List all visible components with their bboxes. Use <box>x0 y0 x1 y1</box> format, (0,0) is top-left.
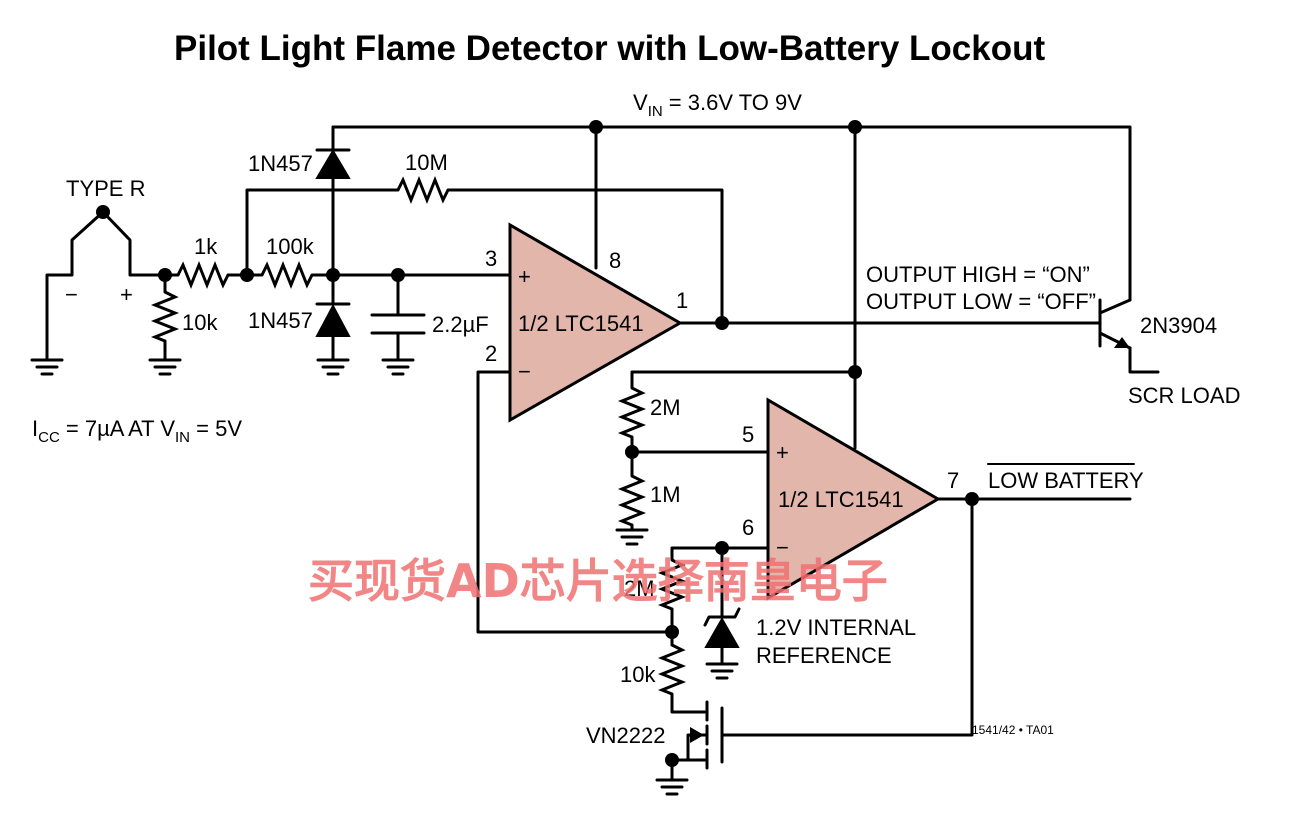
opamp1-label: 1/2 LTC1541 <box>518 311 644 336</box>
thermocouple-label: TYPE R <box>66 176 145 201</box>
r-2m-a-label: 2M <box>650 395 681 420</box>
fet-label: VN2222 <box>586 723 666 748</box>
resistor-10k-b <box>657 643 687 696</box>
opamp2-pin-minus: 6 <box>742 515 754 540</box>
supply-label: VIN = 3.6V TO 9V <box>633 90 802 120</box>
r-1k-label: 1k <box>194 234 218 259</box>
opamp1-pin-out: 1 <box>676 288 688 313</box>
cap-label: 2.2µF <box>432 312 489 337</box>
opamp-2 <box>766 397 941 601</box>
low-battery-label: LOW BATTERY <box>988 468 1144 493</box>
r-1m-label: 1M <box>650 482 681 507</box>
d-top-label: 1N457 <box>248 151 313 176</box>
page-title: Pilot Light Flame Detector with Low-Batt… <box>174 29 1045 68</box>
opamp-1 <box>508 222 684 423</box>
ground-icon <box>705 662 739 680</box>
junction-dot <box>848 120 862 134</box>
ground-icon <box>615 528 649 546</box>
opamp1-pin-supply: 8 <box>609 248 621 273</box>
resistor-10m <box>396 175 450 205</box>
figure-id: 1541/42 • TA01 <box>972 723 1054 737</box>
ground-icon <box>316 358 350 376</box>
r-10k-input-label: 10k <box>182 310 218 335</box>
resistor-10k-input <box>150 290 180 343</box>
r-2m-b-label: 2M <box>624 576 655 601</box>
scr-load-label: SCR LOAD <box>1128 383 1240 408</box>
ground-icon <box>381 358 415 376</box>
diode-bottom <box>315 302 351 337</box>
ref-label-2: REFERENCE <box>756 643 892 668</box>
thermocouple-minus: − <box>65 282 78 307</box>
watermark: 买现货AD芯片选择南皇电子 <box>308 554 888 608</box>
ref-label-1: 1.2V INTERNAL <box>756 615 916 640</box>
opamp1-plus: + <box>518 264 531 289</box>
transistor-2n3904 <box>1098 298 1160 374</box>
transistor-label: 2N3904 <box>1140 313 1217 338</box>
opamp1-pin-minus: 2 <box>485 341 497 366</box>
opamp1-minus: − <box>518 359 531 384</box>
junction-dot <box>589 120 603 134</box>
opamp2-pin-out: 7 <box>947 468 959 493</box>
r-10m-label: 10M <box>405 150 448 175</box>
ground-icon <box>655 778 689 796</box>
resistor-2m-b <box>657 558 687 611</box>
output-note-high: OUTPUT HIGH = “ON” <box>866 262 1090 287</box>
thermocouple <box>45 205 167 360</box>
ground-icon <box>148 358 182 376</box>
resistor-1k <box>176 260 230 290</box>
opamp2-minus: − <box>776 535 789 560</box>
opamp2-label: 1/2 LTC1541 <box>778 487 904 512</box>
opamp1-pin-plus: 3 <box>485 246 497 271</box>
diode-top <box>315 148 351 179</box>
r-100k-label: 100k <box>266 234 315 259</box>
r-10k-b-label: 10k <box>620 662 656 687</box>
output-note-low: OUTPUT LOW = “OFF” <box>866 289 1096 314</box>
d-bottom-label: 1N457 <box>248 308 313 333</box>
icc-note: ICC = 7µA AT VIN = 5V <box>32 416 242 446</box>
resistor-2m-a <box>617 386 647 439</box>
capacitor <box>370 313 426 335</box>
opamp2-plus: + <box>776 440 789 465</box>
resistor-1m <box>617 474 647 527</box>
junction-dot <box>715 316 729 330</box>
opamp2-pin-plus: 5 <box>742 422 754 447</box>
thermocouple-plus: + <box>120 282 133 307</box>
ground-icon <box>30 358 64 376</box>
resistor-100k <box>260 260 314 290</box>
mosfet-vn2222 <box>670 700 724 770</box>
